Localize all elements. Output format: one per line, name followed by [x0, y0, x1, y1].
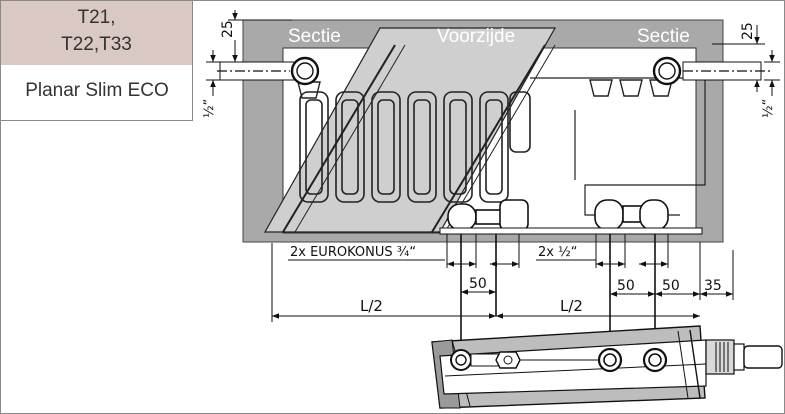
bottom-valves — [447, 199, 669, 231]
divider-horizontal — [0, 120, 193, 121]
sectie-left-label: Sectie — [288, 26, 341, 47]
section-edge-4 — [444, 44, 556, 233]
offset-right: 35 — [704, 278, 722, 294]
half-inch-conn-label: 2x ½“ — [538, 245, 577, 260]
product-name: Planar Slim ECO — [25, 80, 169, 101]
thermostat-head — [743, 345, 783, 369]
top-right-dim: 25 — [740, 22, 756, 40]
spacing-c: 50 — [662, 278, 680, 294]
half-inch-right: ½“ — [761, 99, 776, 118]
sectie-right-label: Sectie — [637, 26, 690, 47]
half-inch-left: ½“ — [202, 99, 217, 118]
section-edge-2 — [294, 44, 406, 233]
eurokonus-label: 2x EUROKONUS ¾“ — [290, 245, 416, 260]
half-length-left: L/2 — [360, 297, 383, 315]
section-edge-1 — [282, 44, 396, 233]
half-length-right: L/2 — [560, 297, 583, 315]
voorzijde-label: Voorzijde — [437, 26, 515, 47]
section-band — [263, 27, 557, 233]
top-left-dim: 25 — [220, 20, 236, 38]
model-line-2: T22,T33 — [61, 34, 132, 55]
section-edge-3 — [431, 44, 546, 233]
divider-vertical — [192, 0, 193, 121]
model-line-1: T21, — [77, 7, 116, 28]
spacing-b: 50 — [617, 278, 635, 294]
model-label-box: T21, T22,T33 — [1, 1, 192, 65]
spacing-a: 50 — [469, 276, 487, 292]
convector-columns — [299, 91, 531, 203]
